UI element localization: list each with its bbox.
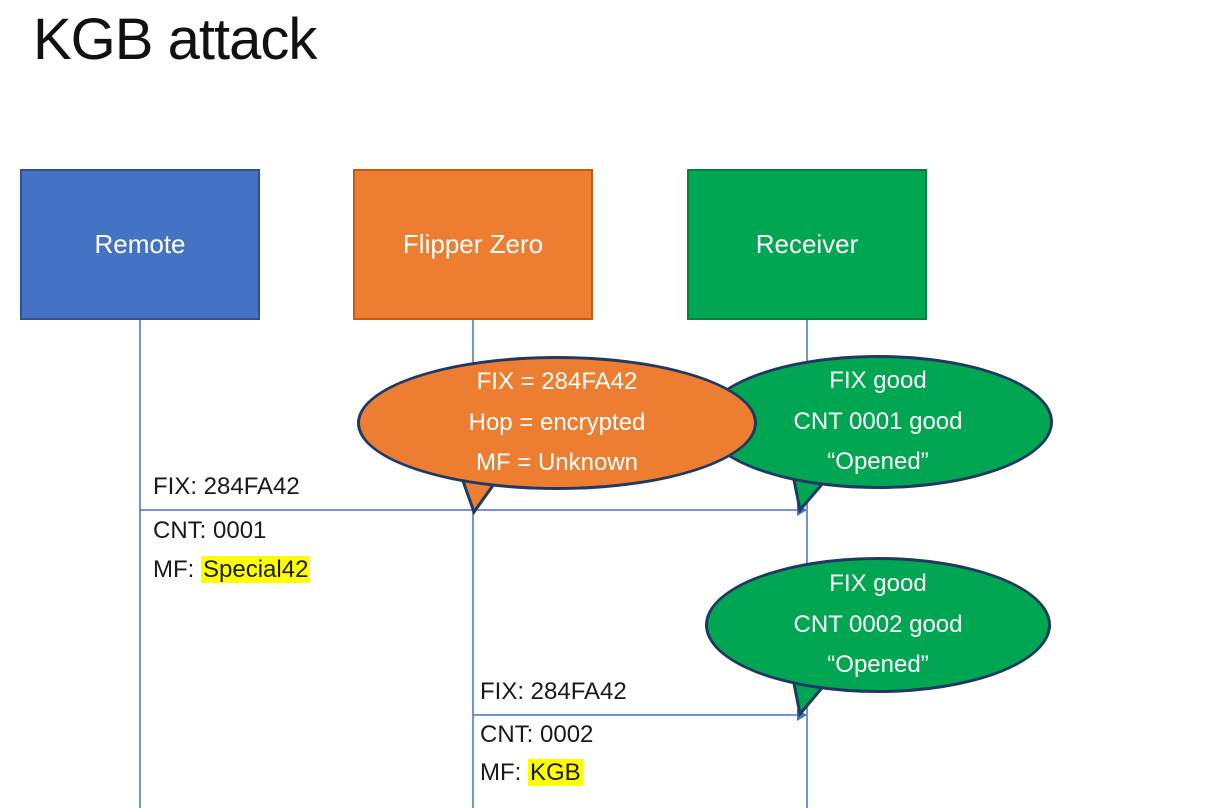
speech-bubble-receiver-1: FIX good CNT 0001 good “Opened” — [703, 355, 1053, 489]
bubble-line: FIX good — [829, 366, 927, 394]
bubble-line: “Opened” — [827, 448, 929, 476]
actor-box-receiver: Receiver — [687, 169, 927, 320]
message-2-fix-label: FIX: 284FA42 — [480, 678, 627, 705]
message-2-mf-highlight: KGB — [528, 759, 583, 786]
slide-title: KGB attack — [33, 7, 317, 72]
message-1-mf-prefix: MF: — [153, 556, 201, 583]
bubble-line: FIX = 284FA42 — [476, 367, 638, 395]
actor-box-flipper-zero: Flipper Zero — [353, 169, 593, 320]
message-2-cnt-label: CNT: 0002 — [480, 721, 594, 748]
message-2-mf-label: MF: KGB — [480, 759, 583, 787]
message-1-fix-label: FIX: 284FA42 — [153, 473, 300, 500]
bubble-line: Hop = encrypted — [468, 408, 646, 436]
message-arrowhead-2 — [797, 709, 807, 721]
bubble-line: FIX good — [829, 569, 927, 597]
bubble-line: MF = Unknown — [475, 449, 639, 477]
message-arrowhead-1 — [797, 504, 807, 516]
actor-label-receiver: Receiver — [755, 229, 859, 259]
message-1-mf-highlight: Special42 — [201, 556, 311, 583]
bubble-line: CNT 0002 good — [793, 610, 963, 638]
actor-box-remote: Remote — [20, 169, 260, 320]
message-2-mf-prefix: MF: — [480, 759, 528, 786]
message-1-cnt-label: CNT: 0001 — [153, 517, 267, 544]
speech-bubble-receiver-2: FIX good CNT 0002 good “Opened” — [705, 557, 1051, 693]
actor-label-flipper-zero: Flipper Zero — [402, 229, 544, 259]
speech-bubble-flipper: FIX = 284FA42 Hop = encrypted MF = Unkno… — [357, 356, 757, 490]
message-1-mf-label: MF: Special42 — [153, 556, 311, 584]
bubble-line: CNT 0001 good — [793, 407, 963, 435]
actor-label-remote: Remote — [94, 229, 186, 259]
bubble-line: “Opened” — [827, 651, 929, 679]
